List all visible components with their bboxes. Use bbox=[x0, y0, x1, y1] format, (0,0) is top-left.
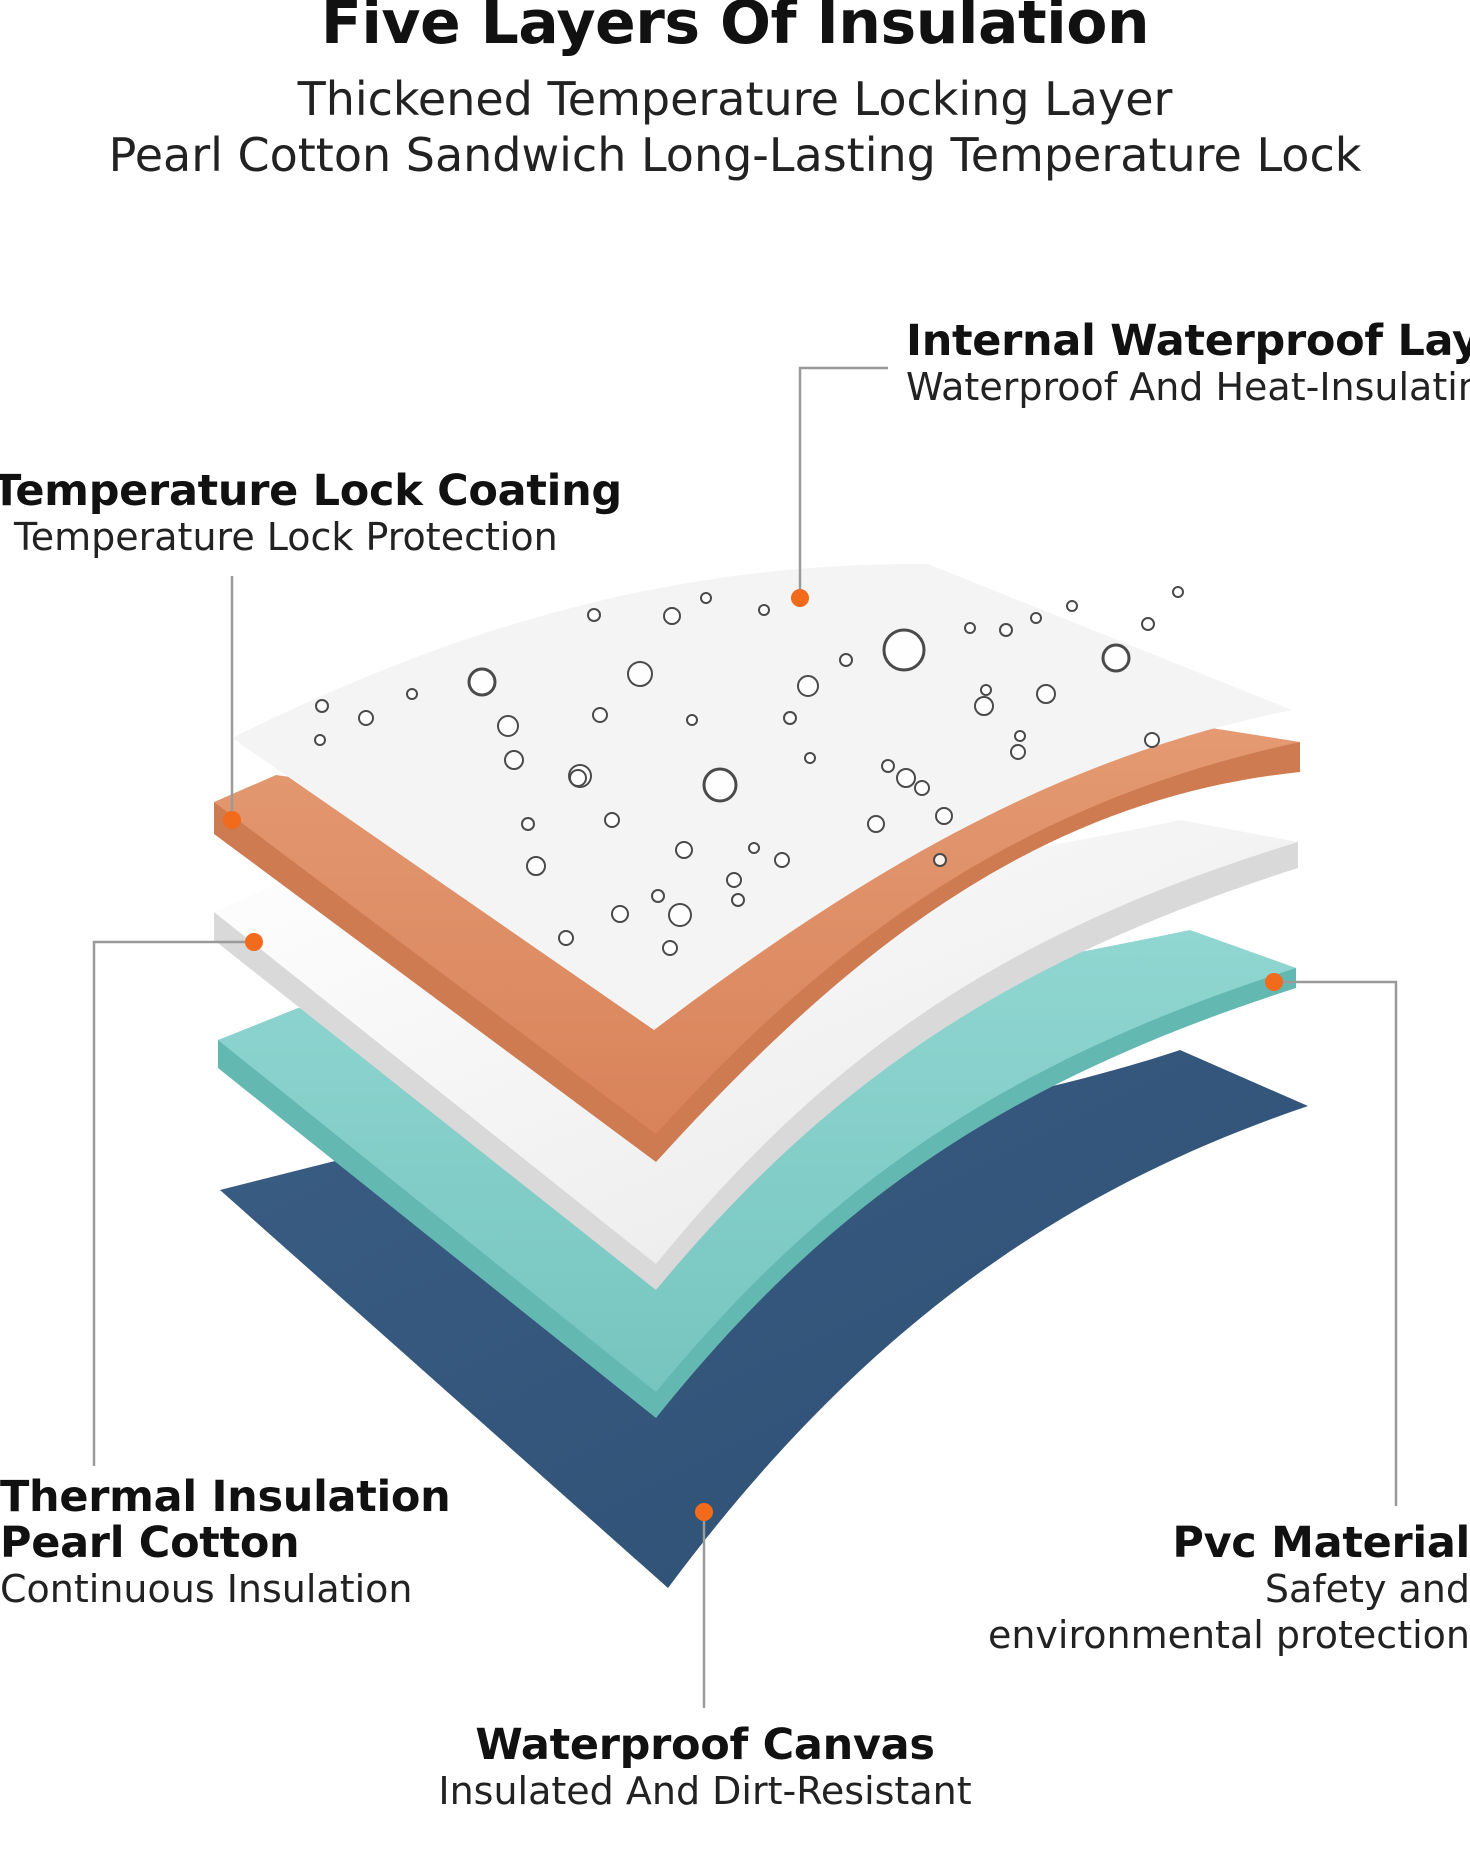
layer-internal-waterproof bbox=[232, 563, 1292, 1030]
water-droplet bbox=[569, 769, 587, 787]
marker-temperature-lock-coating bbox=[223, 811, 241, 829]
label-internal-waterproof: Internal Waterproof Layer Waterproof And… bbox=[906, 318, 1470, 410]
label-temperature-lock-coating: Temperature Lock Coating Temperature Loc… bbox=[0, 468, 622, 560]
water-droplet bbox=[783, 711, 797, 725]
water-droplet bbox=[314, 734, 326, 746]
subtitle-line-2: Pearl Cotton Sandwich Long-Lasting Tempe… bbox=[108, 128, 1362, 182]
label-title-line-1: Thermal Insulation bbox=[0, 1472, 451, 1522]
water-droplet bbox=[797, 675, 819, 697]
water-droplet bbox=[686, 714, 698, 726]
label-title: Waterproof Canvas bbox=[475, 1720, 935, 1770]
water-droplet bbox=[467, 667, 497, 697]
water-droplet bbox=[1010, 744, 1026, 760]
water-droplet bbox=[1144, 732, 1160, 748]
water-droplet bbox=[758, 604, 770, 616]
water-droplet bbox=[731, 893, 745, 907]
label-title-line-2: Pearl Cotton bbox=[0, 1518, 300, 1568]
water-droplet bbox=[935, 807, 953, 825]
water-droplet bbox=[914, 780, 930, 796]
water-droplet bbox=[974, 696, 994, 716]
label-title: Pvc Material bbox=[1172, 1518, 1470, 1568]
water-droplet bbox=[980, 684, 992, 696]
water-droplet bbox=[881, 759, 895, 773]
water-droplet bbox=[933, 853, 947, 867]
water-droplet bbox=[662, 940, 678, 956]
label-desc-line-1: Safety and bbox=[1264, 1567, 1470, 1611]
marker-waterproof-canvas bbox=[695, 1503, 713, 1521]
water-droplet bbox=[611, 905, 629, 923]
label-desc: Continuous Insulation bbox=[0, 1567, 413, 1611]
water-droplet bbox=[882, 628, 926, 672]
label-desc: Waterproof And Heat-Insulating bbox=[906, 365, 1470, 409]
water-droplet bbox=[964, 622, 976, 634]
label-desc: Insulated And Dirt-Resistant bbox=[438, 1769, 972, 1813]
water-droplet bbox=[700, 592, 712, 604]
water-droplet bbox=[497, 715, 519, 737]
water-droplet bbox=[504, 750, 524, 770]
water-droplet bbox=[1066, 600, 1078, 612]
water-droplet bbox=[702, 767, 738, 803]
water-droplet bbox=[358, 710, 374, 726]
leader-lines bbox=[92, 366, 1398, 1708]
water-droplet bbox=[663, 607, 681, 625]
water-droplet bbox=[315, 699, 329, 713]
page-title: Five Layers Of Insulation bbox=[320, 0, 1150, 58]
water-droplet bbox=[675, 841, 693, 859]
label-waterproof-canvas: Waterproof Canvas Insulated And Dirt-Res… bbox=[430, 1722, 980, 1814]
water-droplet bbox=[627, 661, 653, 687]
water-droplet bbox=[839, 653, 853, 667]
water-droplet bbox=[521, 817, 535, 831]
water-droplet bbox=[804, 752, 816, 764]
water-droplet bbox=[668, 903, 692, 927]
marker-pvc-material bbox=[1265, 973, 1283, 991]
label-pvc-material: Pvc Material Safety and environmental pr… bbox=[988, 1520, 1470, 1658]
water-droplet bbox=[1141, 617, 1155, 631]
water-droplet bbox=[406, 688, 418, 700]
water-droplet bbox=[867, 815, 885, 833]
water-droplet bbox=[748, 842, 760, 854]
label-desc-line-2: environmental protection bbox=[987, 1613, 1470, 1657]
label-title: Internal Waterproof Layer bbox=[906, 316, 1470, 366]
water-droplet bbox=[896, 768, 916, 788]
water-droplet bbox=[558, 930, 574, 946]
water-droplet bbox=[1014, 730, 1026, 742]
label-thermal-insulation: Thermal Insulation Pearl Cotton Continuo… bbox=[0, 1472, 451, 1612]
subtitle-line-1: Thickened Temperature Locking Layer bbox=[297, 72, 1173, 126]
water-droplet bbox=[651, 889, 665, 903]
water-droplet bbox=[999, 623, 1013, 637]
water-droplet bbox=[774, 852, 790, 868]
water-droplet bbox=[1036, 684, 1056, 704]
label-desc: Temperature Lock Protection bbox=[14, 515, 558, 559]
water-droplets bbox=[314, 586, 1184, 956]
water-droplet bbox=[726, 872, 742, 888]
water-droplet bbox=[1101, 643, 1131, 673]
water-droplet bbox=[592, 707, 608, 723]
water-droplet bbox=[526, 856, 546, 876]
water-droplet bbox=[604, 812, 620, 828]
water-droplet bbox=[587, 608, 601, 622]
water-droplet bbox=[1030, 612, 1042, 624]
label-title: Temperature Lock Coating bbox=[0, 466, 622, 516]
water-droplet bbox=[1172, 586, 1184, 598]
marker-pearl-cotton bbox=[245, 933, 263, 951]
marker-internal-waterproof bbox=[791, 589, 809, 607]
